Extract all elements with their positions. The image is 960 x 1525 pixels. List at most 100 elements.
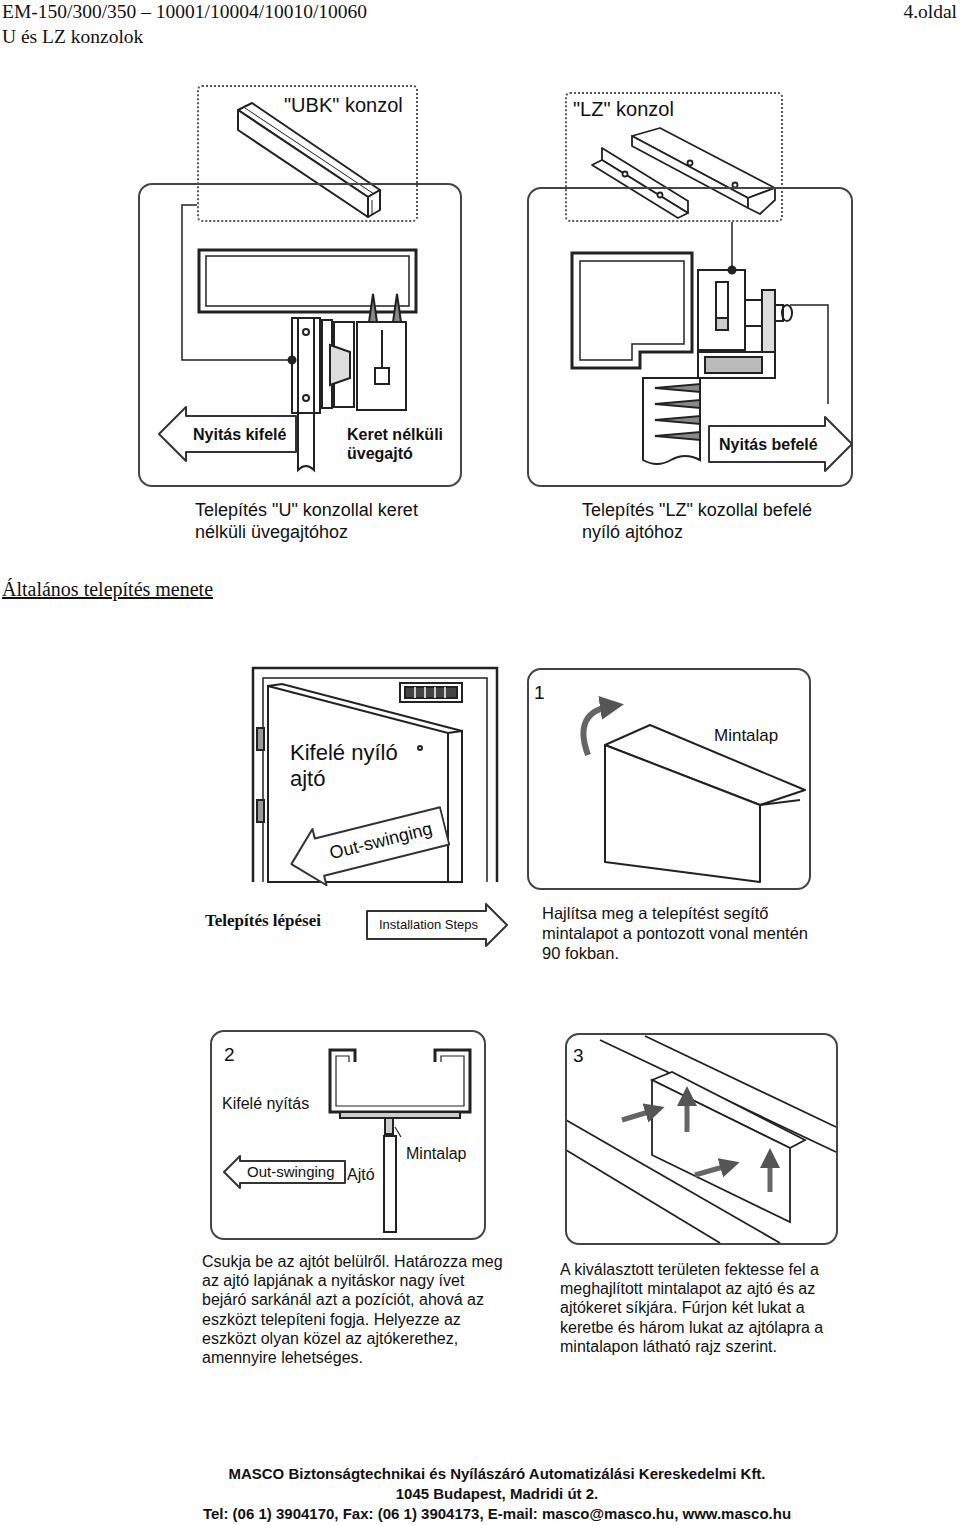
lz-installation-drawing-part [716, 282, 728, 318]
lz-installation-drawing-part [643, 378, 700, 464]
lz-bracket-drawing-part [688, 161, 693, 166]
ubk-bracket-drawing-part [245, 108, 374, 194]
lz-installation-drawing-part [698, 270, 745, 350]
direction-arrow: Nyitás kifelé [158, 406, 297, 462]
ubk-bracket-drawing-part [372, 200, 373, 214]
step2-drawing-part [384, 1136, 396, 1232]
lz-installation-drawing-part [729, 267, 736, 274]
step3-drawing-part [622, 1110, 655, 1120]
step3-drawing-part [685, 1096, 690, 1132]
step3-drawing [566, 1036, 836, 1243]
step-number: 2 [224, 1044, 235, 1067]
lz-installation-drawing-part [572, 253, 692, 368]
step2-drawing-part [395, 1127, 401, 1137]
part-label: Ajtó [347, 1165, 375, 1184]
bracket-callout: "LZ" konzol [565, 92, 783, 222]
lz-bracket-drawing [592, 128, 775, 218]
door-type-label: Keret nélküli üvegajtó [347, 425, 459, 463]
step-panel: 3A kiválasztott területen fektesse fel a… [565, 1033, 838, 1245]
step2-drawing [330, 1050, 470, 1232]
direction-label: Nyitás kifelé [193, 425, 286, 444]
ubk-installation-drawing-part [292, 318, 320, 413]
ubk-bracket-drawing-part [368, 190, 380, 217]
bracket-name: "LZ" konzol [573, 97, 674, 121]
step-number: 3 [573, 1045, 584, 1068]
door-drawing-part [424, 687, 426, 698]
door-drawing-part [257, 800, 264, 822]
step1-drawing-part [583, 706, 612, 755]
lz-installation-drawing-part [698, 352, 775, 378]
ubk-installation-drawing-part [289, 357, 296, 364]
steps-heading: Telepítés lépései [205, 911, 321, 931]
direction-arrow: Out-swinging [223, 1155, 346, 1189]
door-drawing-part [414, 687, 416, 698]
lz-installation-drawing-part [655, 432, 700, 440]
door-figure: Kifelé nyíló ajtóOut-swinging [253, 668, 498, 883]
door-drawing-part [418, 746, 422, 750]
ubk-installation-drawing-part [303, 395, 309, 401]
door-drawing-part [268, 684, 462, 731]
step-caption: Csukja be az ajtót belülről. Határozza m… [202, 1252, 512, 1367]
footer-company: MASCO Biztonságtechnikai és Nyílászáró A… [57, 1465, 937, 1483]
ubk-installation-drawing-part [182, 205, 289, 360]
lz-bracket-drawing-part [658, 193, 663, 198]
door-drawing [253, 668, 497, 882]
installation-panel: Telepítés "LZ" kozollal befelé nyíló ajt… [527, 187, 853, 487]
panel-caption: Telepítés "U" konzollal keret nélküli üv… [195, 500, 460, 543]
ubk-installation-drawing-part [298, 318, 314, 470]
step2-drawing-part [340, 1112, 460, 1118]
arrow-outline [284, 798, 451, 893]
part-label: Mintalap [714, 726, 778, 746]
bracket-callout: "UBK" konzol [197, 85, 418, 222]
ubk-installation-drawing-part [369, 294, 377, 322]
ubk-bracket-drawing [238, 103, 380, 217]
step-panel: 2Kifelé nyításMintalapAjtóCsukja be az a… [210, 1030, 486, 1240]
step2-drawing-part [385, 1118, 393, 1134]
step-caption: Hajlítsa meg a telepítést segítő mintala… [542, 904, 827, 963]
direction-label: Out-swinging [247, 1163, 335, 1181]
footer-address: 1045 Budapest, Madridi út 2. [57, 1485, 937, 1503]
arrow-outline [224, 1156, 345, 1188]
step1-drawing-part [605, 745, 760, 882]
ubk-installation-drawing-part [357, 322, 406, 410]
installation-panel: Keret nélküli üvegajtóTelepítés "U" konz… [138, 183, 462, 487]
lz-bracket-drawing-part [623, 172, 628, 177]
step2-drawing-part [330, 1050, 470, 1112]
step3-drawing-part [768, 1158, 773, 1192]
ubk-installation-drawing-part [330, 345, 350, 385]
header-subtitle: U és LZ konzolok [2, 25, 143, 48]
direction-arrow: Out-swinging [283, 797, 453, 894]
step1-drawing-part [760, 800, 800, 805]
door-type-label: Kifelé nyíló ajtó [290, 740, 420, 793]
step-panel: 1MintalapHajlítsa meg a telepítést segít… [527, 668, 811, 890]
lz-installation-drawing-part [745, 300, 762, 326]
step-caption: A kiválasztott területen fektesse fel a … [560, 1260, 860, 1356]
lz-installation-drawing-part [655, 416, 700, 424]
lz-installation-drawing-part [705, 357, 762, 373]
step3-drawing-part [652, 1080, 790, 1222]
direction-label: Kifelé nyítás [222, 1094, 309, 1113]
ubk-bracket-drawing-part [238, 110, 368, 217]
door-drawing-part [434, 687, 436, 698]
footer-contact: Tel: (06 1) 3904170, Fax: (06 1) 3904173… [57, 1505, 937, 1523]
lz-bracket-drawing-part [632, 136, 748, 208]
step-number: 1 [534, 682, 545, 705]
lz-installation-drawing-part [655, 400, 700, 408]
arrow-outline [367, 904, 507, 946]
lz-installation-drawing-part [790, 305, 828, 404]
part-label: Mintalap [406, 1144, 466, 1163]
ubk-installation-drawing-part [199, 250, 416, 312]
lz-installation-drawing-part [782, 305, 792, 321]
ubk-installation-drawing-part [206, 256, 409, 306]
section-heading: Általános telepítés menete [2, 577, 213, 601]
step3-drawing-part [695, 1165, 730, 1175]
ubk-installation-drawing-part [393, 294, 401, 322]
step1-drawing [583, 706, 805, 882]
header-title: EM-150/300/350 – 10001/10004/10010/10060 [2, 0, 367, 23]
bracket-name: "UBK" konzol [284, 93, 403, 117]
door-drawing-part [253, 668, 497, 882]
lz-bracket-drawing-part [748, 188, 775, 214]
page-number: 4.oldal [903, 0, 957, 23]
arrow-outline [709, 417, 852, 471]
